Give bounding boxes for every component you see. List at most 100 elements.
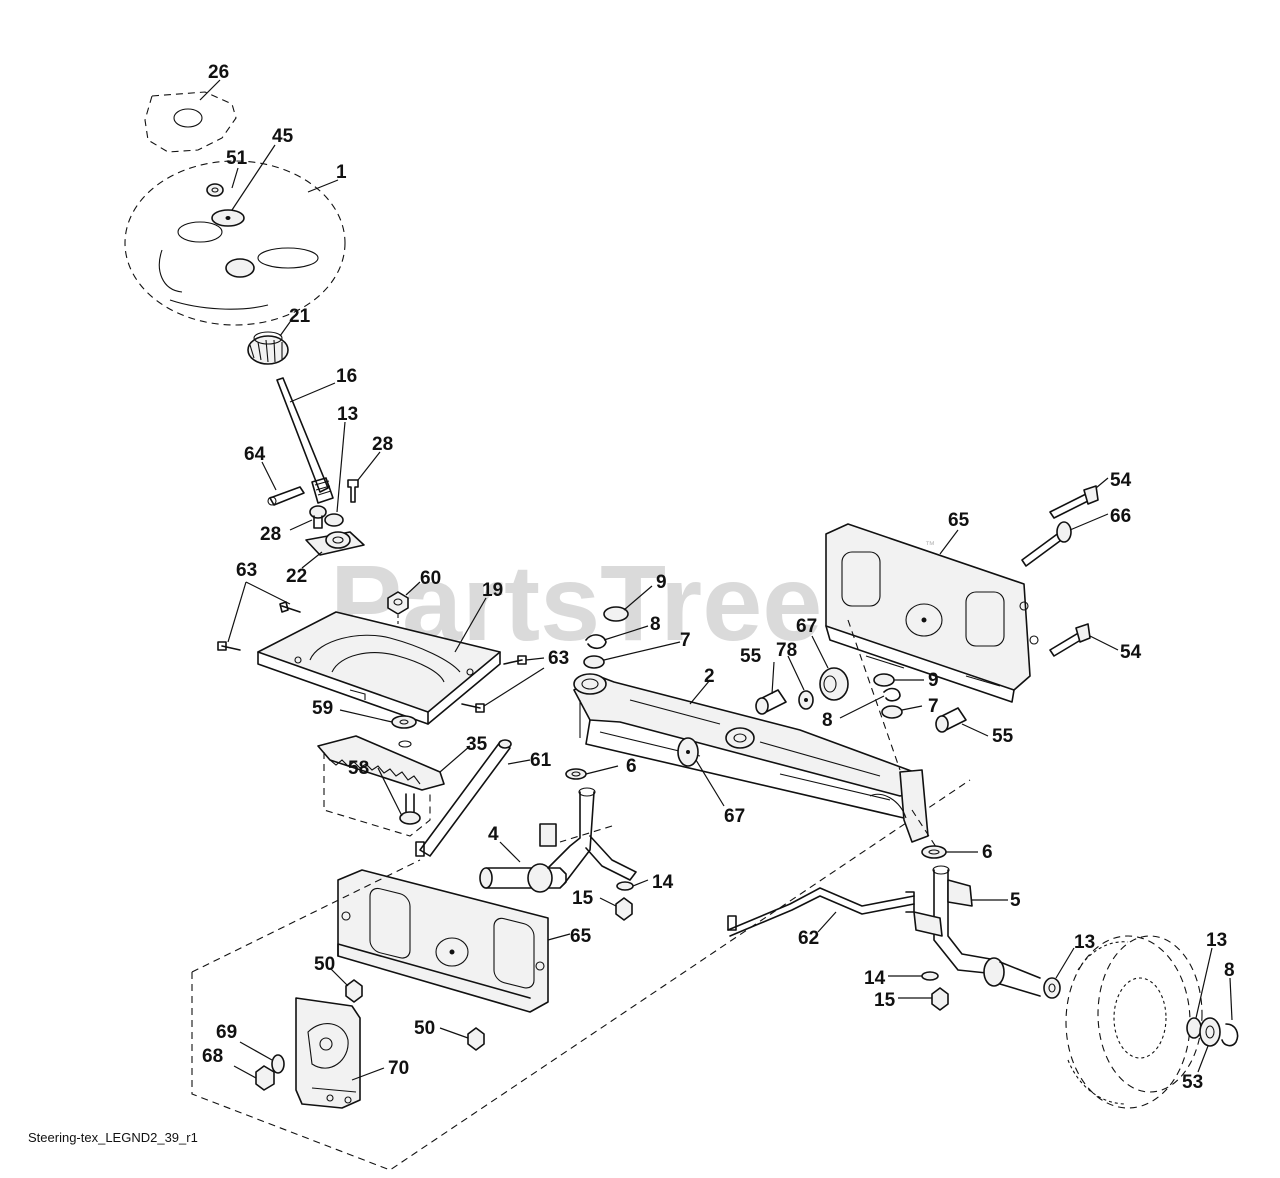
part-steering-plate[interactable] <box>257 611 501 725</box>
part-washer-7a[interactable] <box>583 655 605 669</box>
part-screw-63d[interactable] <box>461 703 485 713</box>
callout-7b[interactable]: 7 <box>928 696 939 717</box>
part-steering-washer[interactable] <box>211 209 245 227</box>
callout-67a[interactable]: 67 <box>796 616 817 637</box>
part-washer-6a[interactable] <box>565 768 587 780</box>
callout-58[interactable]: 58 <box>348 758 369 779</box>
callout-2[interactable]: 2 <box>704 666 715 687</box>
callout-64[interactable]: 64 <box>244 444 266 465</box>
part-clip-8a[interactable] <box>585 634 607 650</box>
callout-50a[interactable]: 50 <box>314 954 335 975</box>
part-screw-63c[interactable] <box>503 655 527 665</box>
part-cap-9b[interactable] <box>873 673 895 687</box>
callout-55a[interactable]: 55 <box>740 646 762 667</box>
callout-54b[interactable]: 54 <box>1120 642 1142 663</box>
part-bolt-28a[interactable] <box>347 479 359 503</box>
part-washer-78[interactable] <box>798 690 814 710</box>
callout-70[interactable]: 70 <box>388 1058 409 1079</box>
part-steering-cap[interactable] <box>144 91 237 153</box>
callout-62[interactable]: 62 <box>798 928 819 949</box>
callout-5[interactable]: 5 <box>1010 890 1021 911</box>
part-bolt-54a[interactable] <box>1049 485 1099 519</box>
part-side-plate-left[interactable] <box>337 869 549 1013</box>
callout-68[interactable]: 68 <box>202 1046 223 1067</box>
part-nut-50b[interactable] <box>467 1027 485 1051</box>
part-nut-68[interactable] <box>255 1065 275 1091</box>
part-spindle-left[interactable] <box>479 787 637 893</box>
callout-13c[interactable]: 13 <box>1206 930 1227 951</box>
part-washer-59[interactable] <box>391 715 417 729</box>
callout-28b[interactable]: 28 <box>260 524 281 545</box>
part-steering-wheel[interactable] <box>124 160 346 326</box>
part-cotter-pin-64[interactable] <box>267 486 305 506</box>
callout-28a[interactable]: 28 <box>372 434 393 455</box>
callout-67b[interactable]: 67 <box>724 806 745 827</box>
callout-22[interactable]: 22 <box>286 566 307 587</box>
part-nut-15b[interactable] <box>931 987 949 1011</box>
part-bolt-58[interactable] <box>399 793 421 825</box>
part-bolt-66[interactable] <box>1021 521 1072 567</box>
callout-35[interactable]: 35 <box>466 734 488 755</box>
part-steering-nut[interactable] <box>206 183 224 197</box>
part-nut-50a[interactable] <box>345 979 363 1003</box>
callout-26[interactable]: 26 <box>208 62 229 83</box>
callout-8b[interactable]: 8 <box>822 710 833 731</box>
part-washer-13b[interactable] <box>1043 977 1061 999</box>
part-washer-14a[interactable] <box>616 881 634 891</box>
callout-8a[interactable]: 8 <box>650 614 661 635</box>
part-washer-7b[interactable] <box>881 705 903 719</box>
callout-15a[interactable]: 15 <box>572 888 594 909</box>
callout-1[interactable]: 1 <box>336 162 347 183</box>
callout-9b[interactable]: 9 <box>928 670 939 691</box>
callout-51[interactable]: 51 <box>226 148 248 169</box>
callout-54a[interactable]: 54 <box>1110 470 1132 491</box>
callout-14a[interactable]: 14 <box>652 872 674 893</box>
part-clip-8c[interactable] <box>1221 1023 1239 1047</box>
callout-50b[interactable]: 50 <box>414 1018 435 1039</box>
callout-53[interactable]: 53 <box>1182 1072 1203 1093</box>
part-washer-14b[interactable] <box>921 971 939 981</box>
part-washer-69[interactable] <box>271 1054 285 1074</box>
callout-7a[interactable]: 7 <box>680 630 691 651</box>
callout-78[interactable]: 78 <box>776 640 797 661</box>
part-cap-53[interactable] <box>1199 1017 1221 1047</box>
callout-8c[interactable]: 8 <box>1224 960 1235 981</box>
part-washer-13c[interactable] <box>1186 1017 1202 1039</box>
callout-4[interactable]: 4 <box>488 824 499 845</box>
part-nut-60[interactable] <box>387 591 409 615</box>
callout-13b[interactable]: 13 <box>1074 932 1095 953</box>
part-clip-8b[interactable] <box>883 687 901 702</box>
part-steering-adapter[interactable] <box>247 331 289 365</box>
part-washer-6b[interactable] <box>921 845 947 859</box>
part-bushing-67a[interactable] <box>819 667 849 701</box>
callout-16[interactable]: 16 <box>336 366 357 387</box>
callout-66[interactable]: 66 <box>1110 506 1131 527</box>
callout-65b[interactable]: 65 <box>948 510 970 531</box>
part-bolt-28b[interactable] <box>309 505 327 529</box>
callout-69[interactable]: 69 <box>216 1022 237 1043</box>
callout-14b[interactable]: 14 <box>864 968 886 989</box>
part-tie-rod[interactable] <box>727 887 915 937</box>
callout-13a[interactable]: 13 <box>337 404 358 425</box>
callout-21[interactable]: 21 <box>289 306 311 327</box>
part-bolt-54b[interactable] <box>1049 623 1091 657</box>
part-column-bracket[interactable] <box>305 531 365 556</box>
part-nut-15a[interactable] <box>615 897 633 921</box>
callout-63b[interactable]: 63 <box>548 648 569 669</box>
callout-65a[interactable]: 65 <box>570 926 592 947</box>
part-spacer-55a[interactable] <box>755 689 787 715</box>
callout-59[interactable]: 59 <box>312 698 333 719</box>
callout-19[interactable]: 19 <box>482 580 503 601</box>
part-bushing-67b[interactable] <box>677 737 699 767</box>
part-small-pin[interactable] <box>415 841 425 857</box>
part-spindle-right[interactable] <box>913 865 1041 997</box>
callout-45[interactable]: 45 <box>272 126 294 147</box>
callout-63a[interactable]: 63 <box>236 560 257 581</box>
part-sector-gear[interactable] <box>317 735 445 791</box>
part-side-plate-right[interactable] <box>825 523 1039 703</box>
part-screw-63a[interactable] <box>279 601 301 613</box>
callout-15b[interactable]: 15 <box>874 990 896 1011</box>
part-screw-63b[interactable] <box>217 641 241 651</box>
part-mount-bracket-70[interactable] <box>295 997 361 1109</box>
part-pivot-pin-61[interactable] <box>419 739 512 857</box>
